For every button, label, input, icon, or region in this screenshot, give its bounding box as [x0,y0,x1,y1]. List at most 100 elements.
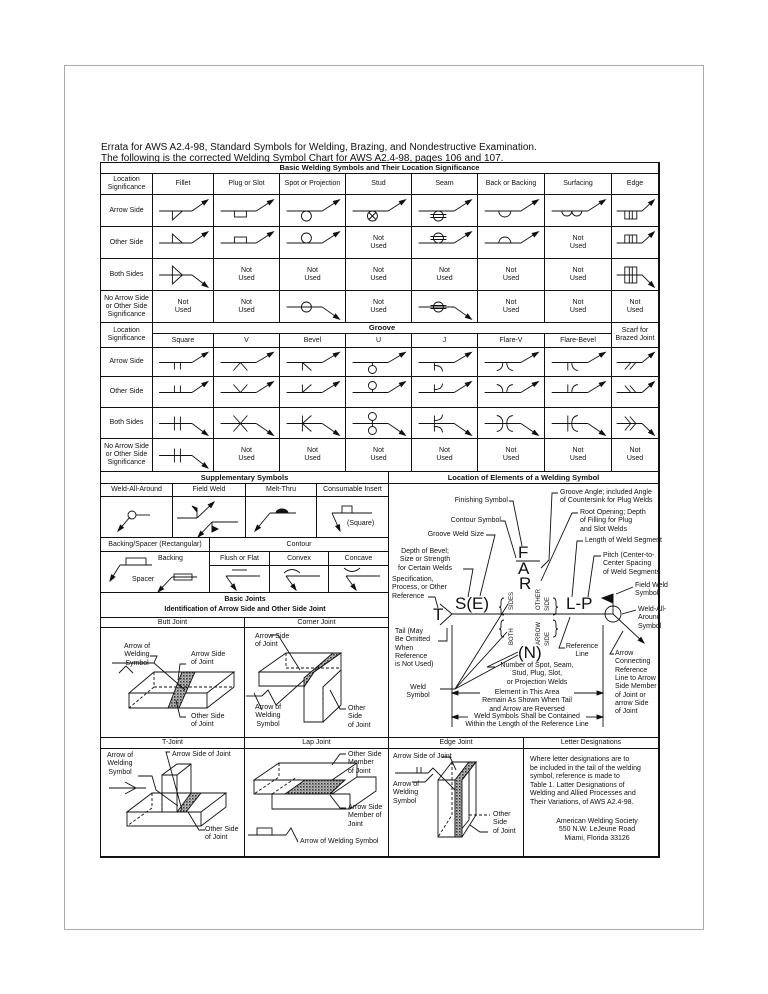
weld-all-around-label: Symbol [638,622,662,630]
spacer-label: Spacer [132,576,155,583]
butt-arrow-side-label: of Joint [191,659,214,667]
not-used-label: Not Used [370,266,387,282]
symbol-cell [153,408,214,439]
contained-label: Weld Symbols Shall be Contained [474,713,580,720]
letter-se: S(E) [455,594,489,613]
not-used-cell: Not Used [214,259,280,291]
symbol-cell [153,195,214,227]
edge-other-side-label: Side [493,819,508,827]
butt-arrow-of-label: Symbol [125,659,149,667]
basic-joints-subtitle: Identification of Arrow Side and Other S… [164,606,326,613]
edge-joint-header: Edge Joint [389,738,524,749]
groove-weld-size-label: Groove Weld Size [427,531,484,538]
symbol-cell [214,227,280,259]
edge-joint-cell [389,749,524,857]
not-used-label: Not Used [502,266,520,282]
butt-arrow-of-label: Arrow of [123,643,151,650]
groove-title: Groove [153,323,612,334]
groove-column-flare-bevel: Flare-Bevel [545,334,612,348]
letter-designations-body: symbol, reference is made to [530,773,620,781]
location-diagram-cell [389,484,659,738]
both-label: BOTH [509,628,515,645]
symbol-cell [280,408,346,439]
row-label: No Arrow Side or Other Side Significance [101,291,153,323]
symbol-cell [412,291,478,323]
butt-joint-header: Butt Joint [101,618,245,628]
errata-line-1: Errata for AWS A2.4-98, Standard Symbols… [101,142,537,153]
pitch-label: Pitch (Center-to- [603,552,655,559]
symbol-cell [612,227,659,259]
arrow-connecting-label: of Joint [615,708,638,716]
t-joint-header: T-Joint [101,738,245,749]
aws-address: 550 N.W. LeJeune Road [558,826,636,834]
tail-label: is Not Used) [395,661,434,669]
lap-other-side-label: of Joint [348,767,371,775]
corner-other-side-label: Other [348,705,366,712]
symbol-cell [412,195,478,227]
letter-designations-header: Letter Designations [524,738,659,749]
supp-header-melt-thru: Melt-Thru [246,484,317,497]
basic-joints-title-cell [101,593,389,618]
symbol-cell [545,408,612,439]
contour-flush-header: Flush or Flat [210,552,270,566]
not-used-label: Not Used [304,447,321,462]
root-opening-label: and Slot Welds [580,525,627,533]
contained-label: Within the Length of the Reference Line [465,721,589,729]
pitch-label: of Weld Segments [603,568,661,576]
weld-all-around-label: Around [638,614,661,622]
symbol-cell [214,408,280,439]
not-used-label: Not Used [626,298,644,314]
butt-arrow-side-label: Arrow Side [191,651,226,658]
supp-header-field-weld: Field Weld [173,484,246,497]
edge-arrow-of-label: Arrow of [393,781,420,788]
contour-symbol-cell [329,566,389,593]
weld-symbol-label: Symbol [406,692,430,700]
corner-arrow-side-label: of Joint [255,641,278,649]
contour-header: Contour [210,538,389,552]
contour-symbol-cell [210,566,270,593]
corner-arrow-side-label: Arrow Side [255,633,290,640]
symbol-cell [412,348,478,377]
not-used-cell: Not Used [612,439,659,472]
symbol-cell [612,377,659,408]
symbol-cell [346,348,412,377]
symbol-cell [478,408,545,439]
symbol-cell [612,259,659,291]
groove-angle-label: of Countersink for Plug Welds [560,497,653,505]
reference-line-label: Line [575,651,589,659]
symbol-cell [214,348,280,377]
column-header-back-or-backing: Back or Backing [478,174,545,195]
weld-all-around-label: Weld-All- [638,606,667,613]
arrow-connecting-label: of Joint or [615,691,646,699]
supp-header-consumable-insert: Consumable Insert [317,484,389,497]
edge-arrow-of-label: Welding [393,789,419,797]
lap-arrow-of-label: Arrow of Welding Symbol [300,838,379,845]
groove-column-flare-v: Flare-V [478,334,545,348]
root-opening-label: Root Opening; Depth [580,509,646,516]
symbol-cell [412,227,478,259]
not-used-label: Not Used [569,447,587,462]
arrow-connecting-label: Side Member [615,683,657,691]
not-used-label: Not Used [626,447,644,462]
not-used-label: Not Used [569,234,587,250]
symbol-cell [214,195,280,227]
root-opening-label: of Filling for Plug [580,517,633,525]
not-used-cell: Not Used [412,439,478,472]
depth-label: for Certain Welds [398,564,452,572]
symbol-cell [214,377,280,408]
not-used-cell: Not Used [214,439,280,472]
letter-lp: L-P [566,594,593,613]
row-label: Arrow Side [101,195,153,227]
supp-symbol-cell [317,497,389,538]
not-used-cell: Not Used [545,227,612,259]
square-note: (Square) [347,520,375,527]
not-used-cell: Not Used [478,259,545,291]
symbol-cell [153,348,214,377]
lap-joint-cell [245,749,389,857]
tail-label: When [395,644,414,652]
specification-label: Specification, [392,576,434,583]
row-label: Both Sides [101,408,153,439]
edge-other-side-label: of Joint [493,827,516,835]
supp-symbol-cell [101,497,173,538]
column-header-stud: Stud [346,174,412,195]
